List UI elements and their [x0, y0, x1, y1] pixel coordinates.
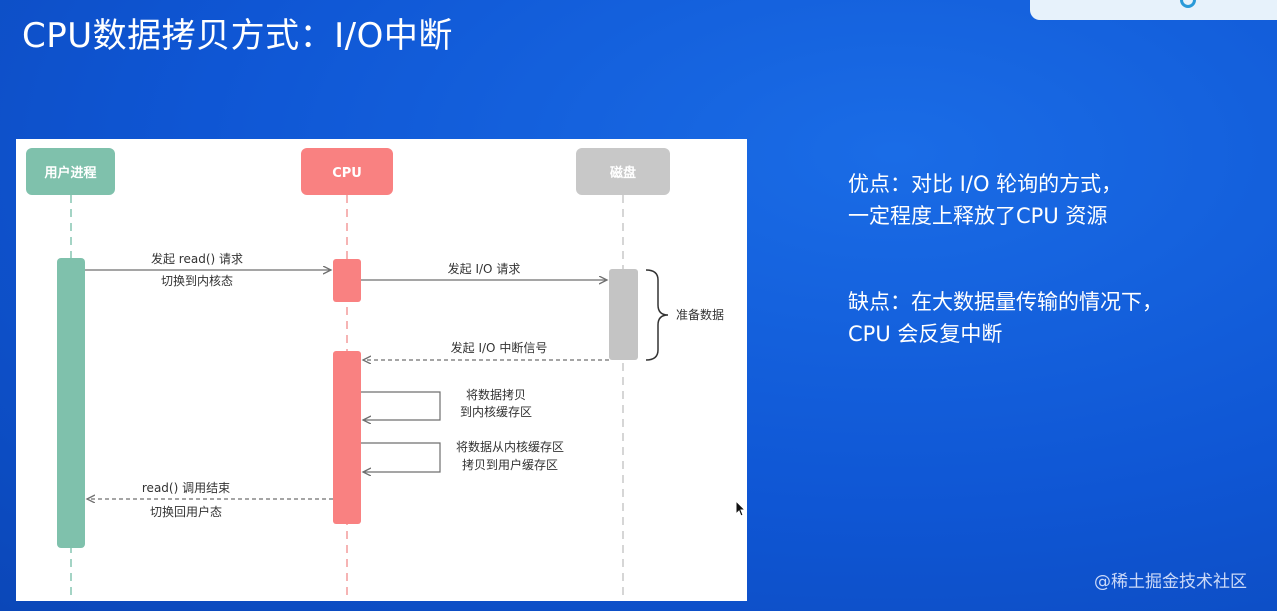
pros-line-2: 一定程度上释放了CPU 资源 — [848, 204, 1108, 228]
participant-disk-label: 磁盘 — [610, 165, 636, 181]
cons-line-2: CPU 会反复中断 — [848, 322, 1003, 346]
cons-line-1: 缺点：在大数据量传输的情况下， — [848, 290, 1163, 314]
message-io-request-label: 发起 I/O 请求 — [448, 261, 521, 276]
corner-logo-icon — [1180, 0, 1196, 8]
sequence-diagram: 用户进程 CPU 磁盘 发起 read() 请求 切换到内核态 发起 I/O 请… — [16, 139, 747, 601]
message-copy-user-line1: 将数据从内核缓存区 — [456, 439, 564, 454]
message-read-request: 发起 read() 请求 切换到内核态 — [85, 251, 331, 288]
activation-cpu-copy — [333, 351, 361, 524]
participant-cpu-label: CPU — [332, 166, 362, 181]
message-read-request-line2: 切换到内核态 — [161, 274, 233, 288]
message-io-interrupt-label: 发起 I/O 中断信号 — [451, 340, 548, 355]
participant-user-label: 用户进程 — [43, 165, 96, 181]
message-read-request-line1: 发起 read() 请求 — [151, 251, 243, 266]
pros-line-1: 优点：对比 I/O 轮询的方式， — [848, 172, 1123, 196]
message-read-return-line2: 切换回用户态 — [150, 504, 222, 519]
message-copy-user-line2: 拷贝到用户缓存区 — [462, 457, 558, 472]
message-copy-kernel-line2: 到内核缓存区 — [460, 405, 532, 419]
activation-disk — [609, 269, 638, 360]
message-io-interrupt: 发起 I/O 中断信号 — [363, 340, 609, 360]
prepare-data-note: 准备数据 — [676, 307, 724, 322]
slide-title: CPU数据拷贝方式：I/O中断 — [22, 16, 453, 56]
corner-card — [1030, 0, 1277, 20]
message-copy-kernel: 将数据拷贝 到内核缓存区 — [361, 387, 532, 420]
mouse-cursor-icon — [735, 500, 747, 517]
activation-user — [57, 258, 85, 548]
message-io-request: 发起 I/O 请求 — [361, 261, 607, 280]
message-read-return-line1: read() 调用结束 — [142, 481, 230, 495]
prepare-data-brace — [645, 269, 669, 361]
pros-note: 优点：对比 I/O 轮询的方式， 一定程度上释放了CPU 资源 — [848, 168, 1122, 232]
message-copy-kernel-line1: 将数据拷贝 — [466, 387, 526, 402]
participant-disk: 磁盘 — [576, 148, 670, 195]
credit-watermark: @稀土掘金技术社区 — [1094, 572, 1247, 592]
activation-cpu-request — [333, 259, 361, 302]
message-copy-user: 将数据从内核缓存区 拷贝到用户缓存区 — [361, 439, 564, 472]
participant-cpu: CPU — [301, 148, 393, 195]
participant-user: 用户进程 — [26, 148, 115, 195]
message-read-return: read() 调用结束 切换回用户态 — [87, 481, 333, 519]
cons-note: 缺点：在大数据量传输的情况下， CPU 会反复中断 — [848, 286, 1163, 350]
